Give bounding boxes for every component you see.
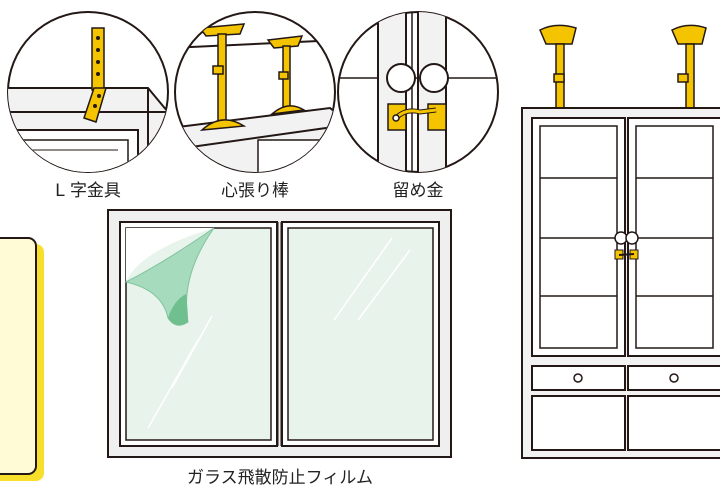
tension-rod-left <box>539 24 577 109</box>
window <box>107 209 452 458</box>
l-bracket-label: L 字金具 <box>55 181 121 201</box>
tension-rod-label: 心張り棒 <box>221 181 289 201</box>
latch-icon <box>337 11 499 173</box>
film-label: ガラス飛散防止フィルム <box>187 468 373 488</box>
tension-rod-icon <box>174 11 336 173</box>
latch-label: 留め金 <box>392 181 444 201</box>
l-bracket-icon <box>7 11 169 173</box>
peeling-film <box>124 227 215 326</box>
tension-rod-right <box>671 24 707 109</box>
note-card <box>0 237 44 481</box>
cabinet <box>521 24 720 459</box>
